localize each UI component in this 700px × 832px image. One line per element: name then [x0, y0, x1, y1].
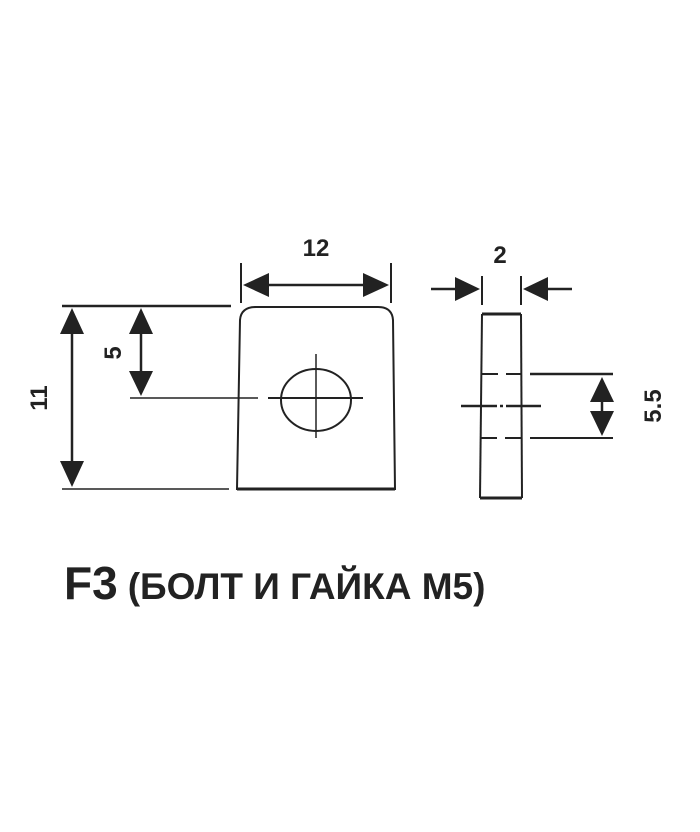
height-label: 11 [26, 385, 53, 410]
terminal-code: F3 [64, 557, 118, 609]
arrow-up-icon [129, 308, 153, 334]
thickness-dimension [431, 276, 572, 305]
plate-outline [235, 306, 397, 490]
slot-dimension [530, 372, 614, 439]
front-view [235, 306, 397, 491]
side-view [461, 312, 541, 500]
arrow-left-icon [523, 277, 548, 301]
terminal-caption: F3(БОЛТ И ГАЙКА М5) [64, 556, 485, 610]
arrow-down-icon [60, 461, 84, 487]
arrow-down-icon [129, 371, 153, 396]
arrow-right-icon [363, 273, 389, 297]
height-dimension [60, 304, 231, 490]
hole-offset-label: 5 [100, 346, 127, 359]
arrow-up-icon [60, 308, 84, 334]
arrow-down-icon [590, 411, 614, 436]
slot-label: 5.5 [640, 389, 667, 422]
arrow-up-icon [590, 377, 614, 402]
width-label: 12 [303, 235, 330, 262]
hole-offset-dimension [129, 308, 258, 399]
terminal-description: (БОЛТ И ГАЙКА М5) [127, 566, 486, 607]
arrow-right-icon [455, 277, 480, 301]
thickness-label: 2 [493, 242, 506, 269]
arrow-left-icon [243, 273, 269, 297]
width-dimension [240, 263, 392, 303]
